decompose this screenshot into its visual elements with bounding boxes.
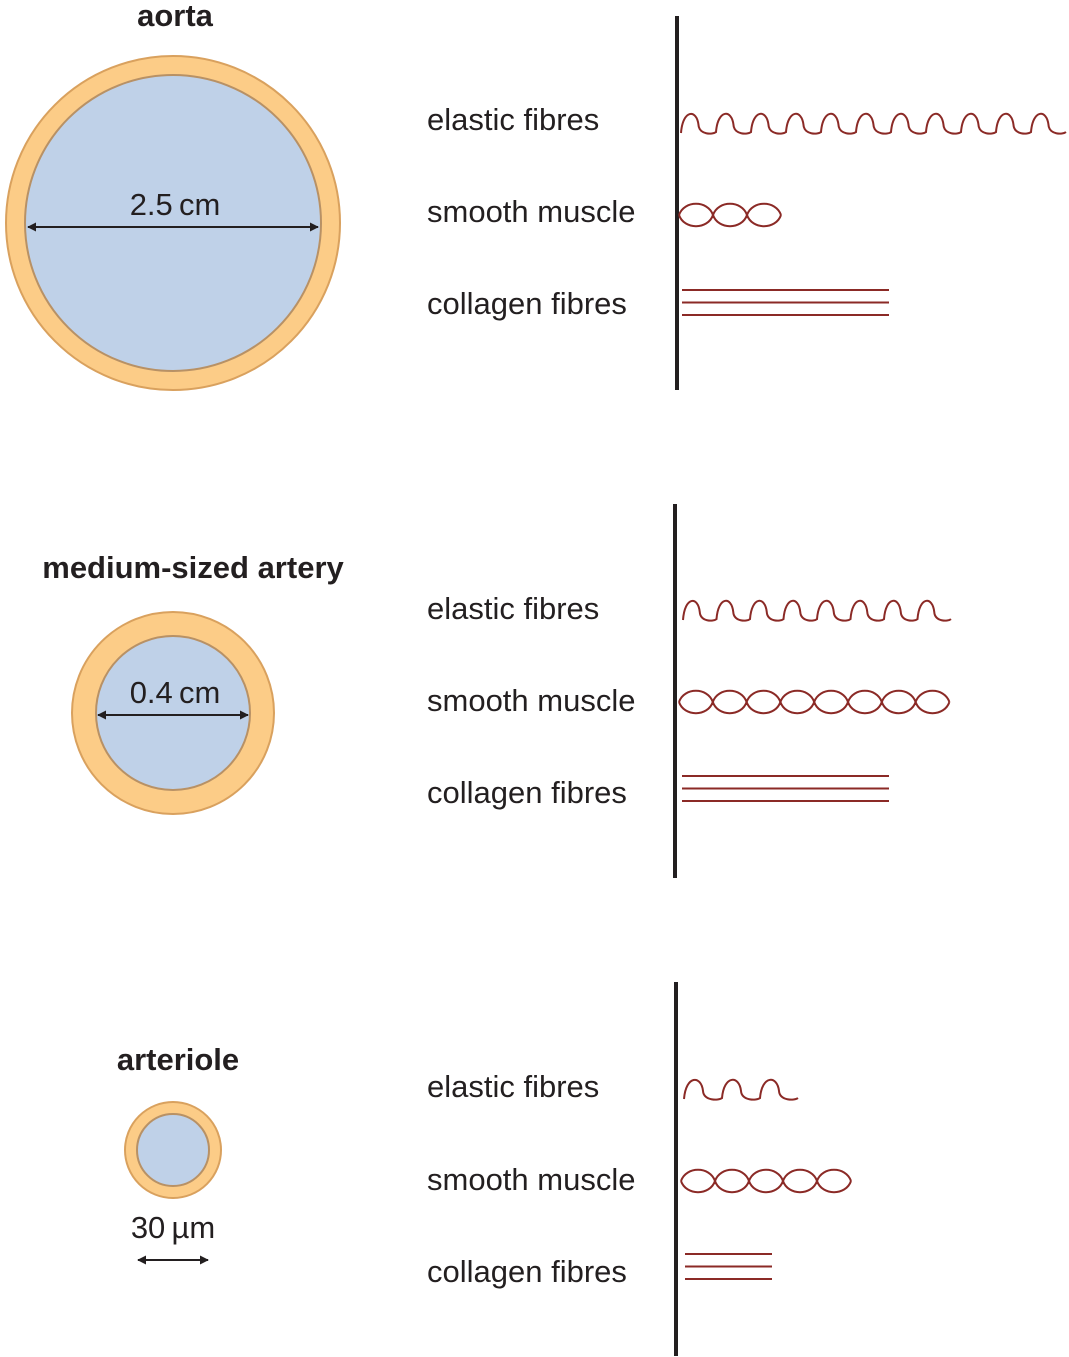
medium-artery-cross-section [71, 611, 275, 815]
aorta-cross-section [5, 55, 341, 391]
medium-artery-collagen-fibres [682, 775, 889, 802]
medium-artery-smooth-muscle [678, 689, 951, 715]
arteriole-lumen [136, 1113, 210, 1187]
arteriole-cross-section [124, 1101, 222, 1199]
aorta-title: aorta [137, 0, 214, 33]
medium-artery-collagen-label: collagen fibres [427, 775, 627, 810]
aorta-elastic-fibres [680, 112, 1067, 135]
aorta-collagen-fibres [682, 289, 889, 316]
arteriole-elastic-fibres [683, 1078, 799, 1101]
medium-artery-diameter-label: 0.4 cm [130, 675, 221, 710]
aorta-collagen-label: collagen fibres [427, 286, 627, 321]
medium-artery-elastic-label: elastic fibres [427, 591, 599, 626]
aorta-lumen [24, 74, 322, 372]
arteriole-elastic-label: elastic fibres [427, 1069, 599, 1104]
arteriole-diameter-label: 30 µm [131, 1210, 215, 1245]
medium-artery-title: medium-sized artery [42, 550, 344, 585]
medium-artery-lumen [95, 635, 251, 791]
medium-artery-muscle-label: smooth muscle [427, 683, 635, 718]
aorta-smooth-muscle [678, 202, 782, 228]
arteriole-section: arteriole 30 µm elastic fibres smooth mu… [117, 982, 852, 1356]
arteriole-collagen-fibres [685, 1253, 772, 1280]
arteriole-title: arteriole [117, 1042, 239, 1077]
medium-artery-elastic-fibres [682, 599, 952, 622]
medium-artery-section: medium-sized artery 0.4 cm elastic fibre… [42, 504, 952, 878]
aorta-muscle-label: smooth muscle [427, 194, 635, 229]
aorta-elastic-label: elastic fibres [427, 102, 599, 137]
aorta-section: aorta 2.5 cm elastic fibres smooth muscl… [5, 0, 1067, 391]
arteriole-smooth-muscle [680, 1168, 852, 1194]
arteriole-muscle-label: smooth muscle [427, 1162, 635, 1197]
aorta-diameter-label: 2.5 cm [130, 187, 221, 222]
arteriole-collagen-label: collagen fibres [427, 1254, 627, 1289]
